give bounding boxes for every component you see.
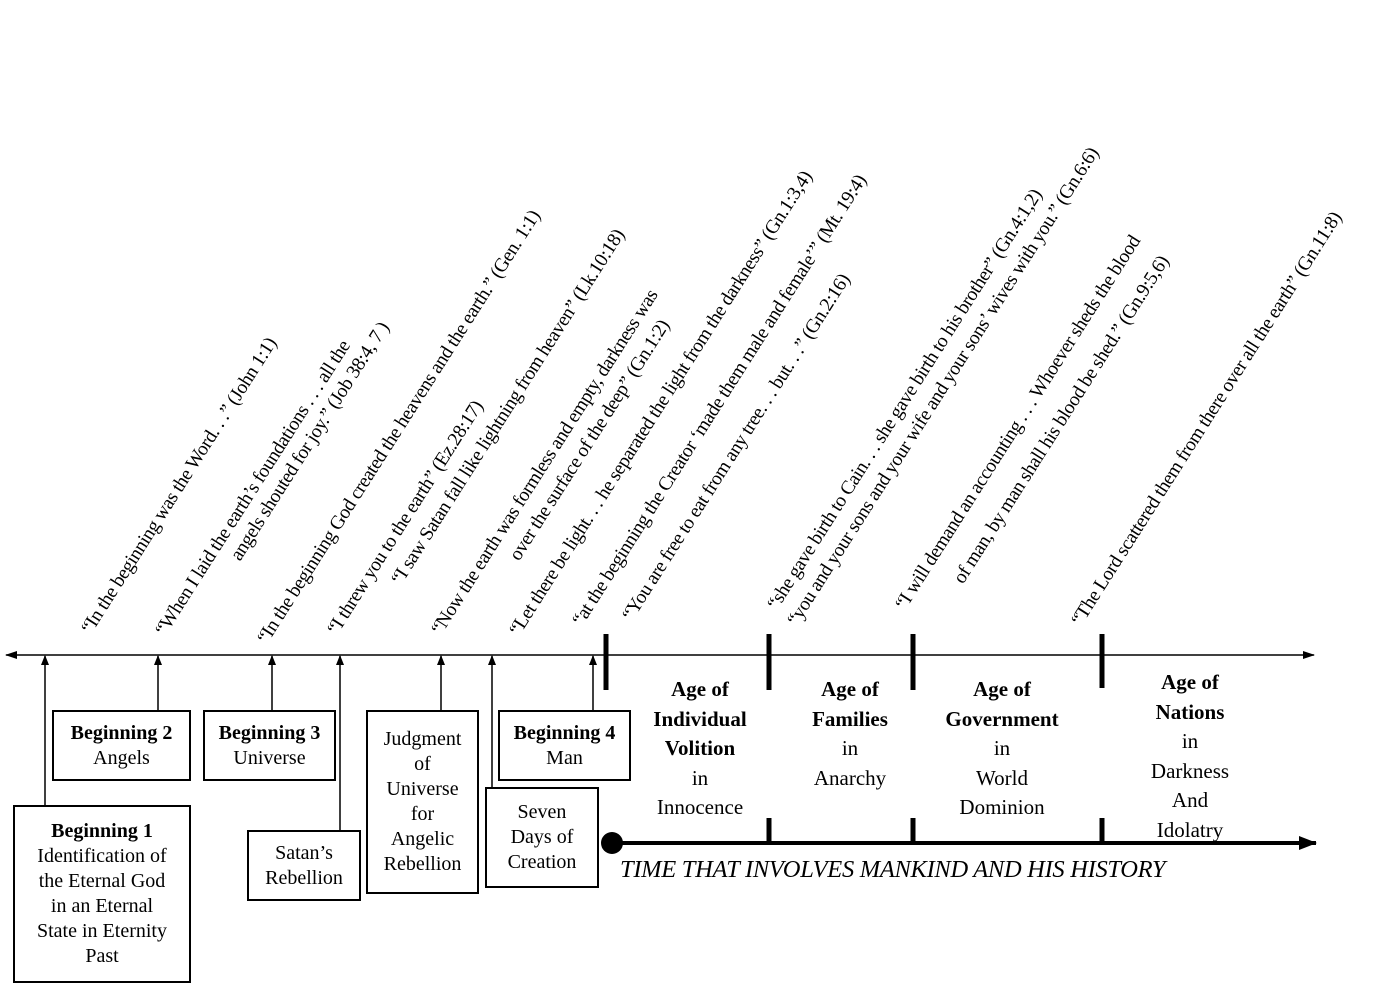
age-dividers bbox=[603, 634, 1105, 845]
event-arrows bbox=[41, 655, 597, 831]
age-title: Volition bbox=[664, 736, 736, 760]
age-families: Age of Families in Anarchy bbox=[770, 675, 930, 793]
box-line: Identification of bbox=[37, 845, 167, 867]
box-line: Rebellion bbox=[383, 853, 462, 875]
box-line: for bbox=[410, 803, 435, 825]
age-subtitle: in bbox=[1181, 729, 1199, 753]
box-line: Seven bbox=[517, 801, 567, 823]
beginning-4-title: Beginning 4 bbox=[513, 721, 616, 744]
beginning-2-box: Beginning 2 Angels bbox=[52, 710, 191, 781]
age-subtitle: in bbox=[841, 736, 859, 760]
age-title: Nations bbox=[1155, 699, 1225, 724]
age-individual-volition: Age of Individual Volition in Innocence bbox=[620, 675, 780, 823]
box-line: the Eternal God bbox=[38, 870, 166, 892]
box-line: Universe bbox=[386, 778, 459, 800]
beginning-1-title: Beginning 1 bbox=[51, 820, 153, 842]
box-line: Angelic bbox=[390, 828, 455, 850]
age-subtitle: Anarchy bbox=[813, 765, 887, 790]
age-subtitle: And bbox=[1171, 788, 1209, 812]
age-subtitle: in bbox=[691, 765, 709, 790]
box-line: Satan’s bbox=[275, 841, 333, 864]
age-subtitle: Darkness bbox=[1150, 758, 1230, 783]
judgment-box: Judgment of Universe for Angelic Rebelli… bbox=[366, 710, 479, 894]
age-title: Age of bbox=[1161, 670, 1219, 694]
timeline-start-dot bbox=[601, 832, 623, 854]
age-government: Age of Government in World Dominion bbox=[922, 675, 1082, 823]
age-title: Age of bbox=[973, 677, 1031, 701]
mankind-timeline-axis bbox=[601, 832, 1317, 854]
beginning-3-title: Beginning 3 bbox=[218, 721, 321, 744]
beginning-4-subtitle: Man bbox=[546, 746, 583, 769]
box-line: in an Eternal bbox=[50, 895, 154, 917]
box-line: Judgment bbox=[383, 728, 462, 750]
beginning-4-box: Beginning 4 Man bbox=[498, 710, 631, 781]
age-title: Families bbox=[812, 706, 888, 731]
age-title: Government bbox=[945, 706, 1059, 731]
box-line: Creation bbox=[507, 851, 577, 873]
seven-days-box: Seven Days of Creation bbox=[485, 787, 599, 888]
beginning-1-box: Beginning 1 Identification of the Eterna… bbox=[13, 805, 191, 983]
beginning-2-subtitle: Angels bbox=[93, 746, 150, 769]
beginning-3-subtitle: Universe bbox=[233, 746, 306, 769]
beginning-2-title: Beginning 2 bbox=[70, 721, 173, 744]
box-line: Past bbox=[85, 945, 119, 967]
box-line: Rebellion bbox=[265, 866, 343, 889]
age-title: Individual bbox=[653, 706, 747, 731]
box-line: of bbox=[414, 753, 431, 775]
mankind-timeline-caption: TIME THAT INVOLVES MANKIND AND HIS HISTO… bbox=[620, 856, 1166, 883]
beginning-3-box: Beginning 3 Universe bbox=[203, 710, 336, 781]
age-subtitle: in bbox=[993, 736, 1011, 760]
age-title: Age of bbox=[671, 677, 729, 701]
box-line: State in Eternity bbox=[37, 920, 167, 942]
age-subtitle: Dominion bbox=[959, 795, 1045, 819]
age-subtitle: Innocence bbox=[656, 795, 744, 819]
age-subtitle: World bbox=[976, 765, 1028, 790]
age-nations: Age of Nations in Darkness And Idolatry bbox=[1110, 668, 1270, 845]
age-subtitle: Idolatry bbox=[1156, 817, 1224, 842]
age-title: Age of bbox=[821, 677, 879, 701]
satans-rebellion-box: Satan’s Rebellion bbox=[247, 830, 361, 901]
box-line: Days of bbox=[510, 826, 574, 848]
